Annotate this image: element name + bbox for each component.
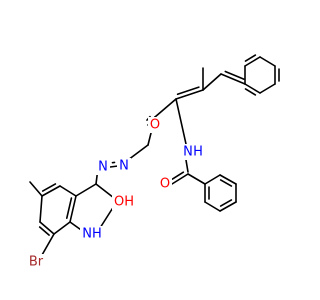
azo-bond [109, 165, 119, 168]
phenyl-bond [244, 83, 261, 94]
methyl-bond [29, 181, 43, 197]
molecule-structure-diagram: O N H O N N OH NH H Br [25, 54, 280, 270]
atom-h-amide: H [193, 145, 203, 160]
atom-nh-indole: NH [82, 227, 102, 242]
bromine-bond [41, 233, 55, 256]
bond-layer [29, 54, 280, 256]
phenyl-bond [259, 56, 276, 67]
chain-bond [176, 86, 200, 96]
benzamide-phenyl-bond [219, 199, 233, 207]
hydrazide-bond [127, 144, 149, 161]
atom-o-carbonyl: O [150, 118, 160, 133]
indole-benzene-bond [39, 195, 43, 223]
indole-benzene-bond [59, 185, 77, 197]
indole-benzene-bond [38, 226, 50, 236]
indole-benzene-bond [41, 183, 57, 192]
chain-bond [224, 70, 245, 80]
indole-bond [99, 205, 115, 229]
atom-n-amide: N [183, 145, 193, 160]
indole-benzene-bond [53, 221, 71, 235]
indole-bond [65, 197, 73, 219]
chain-bond [154, 98, 177, 118]
benzamide-carbonyl [171, 173, 189, 185]
indole-bond [69, 195, 77, 223]
benzamide-phenyl-bond [204, 201, 221, 212]
benzamide-bond [187, 173, 206, 185]
atom-o-benzamide: O [160, 177, 170, 192]
atom-n-azo-2: N [98, 160, 108, 175]
benzamide-phenyl-bond [204, 174, 221, 185]
atom-oh: OH [114, 195, 134, 210]
phenyl-bond [259, 83, 276, 94]
indole-bond [95, 183, 115, 199]
chain-bond [175, 89, 204, 100]
benzamide-phenyl-bond [219, 201, 237, 212]
atom-label-layer: O N H O N N OH NH H Br [25, 117, 203, 270]
indole-bond [75, 183, 97, 197]
indole-benzene-bond [41, 185, 61, 197]
phenyl-bond [244, 88, 257, 96]
chain-bond [202, 73, 222, 91]
atom-br: Br [29, 255, 44, 270]
amide-bond [185, 159, 189, 173]
benzamide-phenyl-bond [219, 174, 237, 185]
phenyl-bond [244, 56, 261, 67]
chain-bond [220, 73, 246, 85]
chain-bond [175, 98, 187, 145]
phenyl-bond [244, 54, 257, 62]
benzamide-carbonyl [171, 171, 185, 180]
benzamide-phenyl-bond [219, 179, 233, 187]
atom-n-azo-1: N [119, 159, 129, 174]
indole-benzene-bond [39, 221, 55, 235]
